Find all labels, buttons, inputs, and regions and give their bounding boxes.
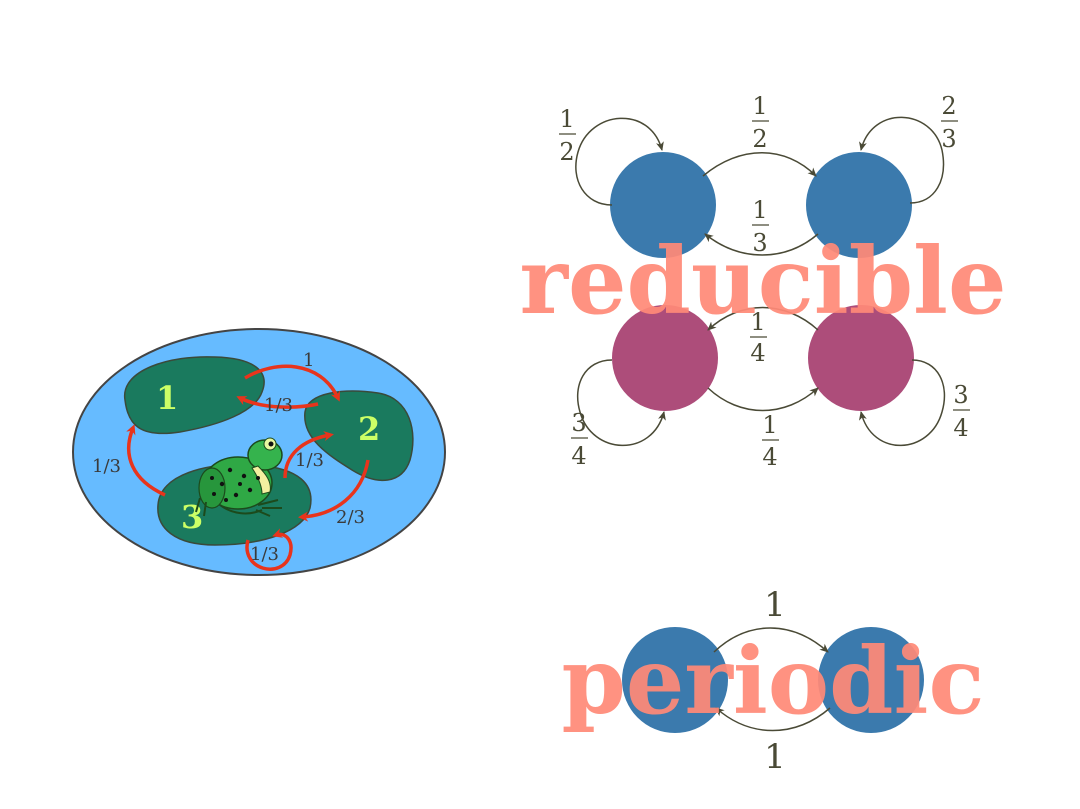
lily-pad-1 <box>124 356 265 435</box>
state-bottom-right <box>808 305 914 411</box>
label-3-to-1: 1/3 <box>92 456 121 477</box>
label-3-to-2: 1/3 <box>295 450 324 471</box>
periodic-chain: 1 1 periodic <box>562 585 985 777</box>
frac-top-back: 1 3 <box>752 196 769 257</box>
svg-text:4: 4 <box>762 443 777 471</box>
frac-top-self-left: 1 2 <box>559 105 576 166</box>
periodic-stamp: periodic <box>562 627 985 735</box>
edge-bottom-self-right <box>858 359 946 447</box>
label-periodic-forward: 1 <box>764 585 786 625</box>
pad-number-2: 2 <box>358 410 380 448</box>
edge-periodic-back <box>715 707 831 732</box>
label-2-to-3: 2/3 <box>336 507 365 528</box>
label-1-to-2: 1 <box>303 350 314 371</box>
lily-pad-2 <box>304 390 414 482</box>
edge-1-to-2 <box>244 364 340 402</box>
svg-text:2: 2 <box>752 125 767 153</box>
svg-text:4: 4 <box>750 339 765 367</box>
edge-3-self-loop <box>245 528 293 571</box>
edge-3-to-1 <box>126 424 166 497</box>
state-bottom-left <box>612 305 718 411</box>
edge-top-forward <box>702 152 817 177</box>
pad-number-3: 3 <box>181 498 203 536</box>
edge-2-to-3 <box>298 459 370 522</box>
svg-text:3: 3 <box>752 229 767 257</box>
svg-text:1: 1 <box>750 308 765 336</box>
edge-periodic-forward <box>713 627 829 653</box>
svg-text:1: 1 <box>752 196 767 224</box>
state-top-left <box>610 152 716 258</box>
edge-bottom-back <box>707 306 819 331</box>
edge-top-self-right <box>859 116 945 204</box>
reducible-stamp: reducible <box>520 227 1007 335</box>
svg-text:1: 1 <box>559 105 574 133</box>
frac-bottom-back: 1 4 <box>750 308 767 367</box>
edge-bottom-self-left <box>576 359 666 447</box>
svg-text:3: 3 <box>571 409 586 437</box>
svg-text:1: 1 <box>762 411 777 439</box>
state-periodic-right <box>818 627 924 733</box>
frac-bottom-self-left: 3 4 <box>571 409 588 470</box>
edge-bottom-forward <box>707 387 819 412</box>
frog-icon <box>195 437 283 517</box>
state-top-right <box>806 152 912 258</box>
svg-text:2: 2 <box>559 138 574 166</box>
frac-bottom-self-right: 3 4 <box>953 381 970 442</box>
svg-text:4: 4 <box>571 442 586 470</box>
label-periodic-back: 1 <box>764 737 786 777</box>
svg-text:4: 4 <box>953 414 968 442</box>
edge-3-to-2 <box>283 431 334 479</box>
svg-text:2: 2 <box>941 92 956 120</box>
state-periodic-left <box>622 627 728 733</box>
svg-text:3: 3 <box>941 125 956 153</box>
pad-number-1: 1 <box>156 379 178 417</box>
edge-2-to-1 <box>236 396 319 409</box>
label-2-to-1: 1/3 <box>264 395 293 416</box>
svg-text:3: 3 <box>953 381 968 409</box>
label-3-self: 1/3 <box>250 544 279 565</box>
reducible-chains: 1 2 1 2 1 3 2 3 1 4 1 4 <box>520 92 1007 471</box>
svg-text:1: 1 <box>752 92 767 120</box>
frac-top-forward: 1 2 <box>752 92 769 153</box>
frac-bottom-forward: 1 4 <box>762 411 779 471</box>
edge-top-back <box>704 233 819 256</box>
pond-diagram: 1 2 3 1 1/3 1/3 1/3 2/3 1/3 <box>72 328 446 576</box>
frac-top-self-right: 2 3 <box>941 92 958 153</box>
edge-top-self-left <box>575 117 664 206</box>
